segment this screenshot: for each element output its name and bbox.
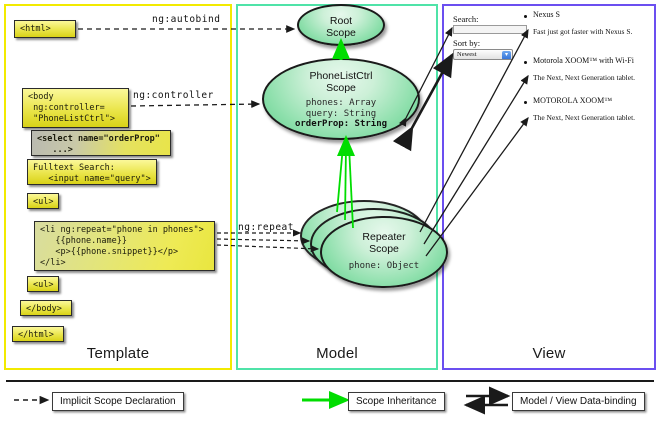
list-bullet — [524, 61, 527, 64]
list-bullet — [524, 101, 527, 104]
repeater-prop-phone: phone: Object — [348, 261, 420, 271]
view-sort-selected-value: Newest — [457, 51, 477, 58]
phonelistctrl-scope-title-line2: Scope — [326, 82, 356, 94]
edge-label-autobind: ng:autobind — [152, 14, 221, 25]
phonelistctrl-prop-query: query: String — [305, 108, 377, 119]
legend-item-model-view-databinding: Model / View Data-binding — [512, 392, 645, 411]
repeater-scope-title-line2: Scope — [369, 243, 399, 255]
phone-name: Nexus S — [533, 10, 560, 19]
phonelistctrl-prop-orderprop: orderProp: String — [294, 119, 388, 129]
scope-ellipse-phonelistctrl: PhoneListCtrl Scope phones: Array query:… — [262, 58, 420, 140]
legend-item-implicit-scope-declaration: Implicit Scope Declaration — [52, 392, 184, 411]
view-sort-select[interactable]: Newest ▾ — [453, 49, 513, 60]
phone-snippet: Fast just got faster with Nexus S. — [533, 27, 633, 36]
edge-label-repeat: ng:repeat — [238, 222, 294, 233]
phonelistctrl-prop-phones: phones: Array — [305, 98, 377, 108]
view-sort-label: Sort by: — [453, 38, 481, 48]
code-block-fulltext-search: Fulltext Search: <input name="query"> — [27, 159, 157, 185]
phone-snippet: The Next, Next Generation tablet. — [533, 113, 636, 122]
list-bullet — [524, 15, 527, 18]
code-block-html-close: </html> — [12, 326, 64, 342]
root-scope-title-line2: Scope — [326, 27, 356, 39]
scope-ellipse-repeater: Repeater Scope phone: Object — [320, 216, 448, 288]
column-label-view: View — [532, 345, 566, 362]
code-block-ul-close: <ul> — [27, 276, 59, 292]
phone-snippet: The Next, Next Generation tablet. — [533, 73, 636, 82]
phone-name: Motorola XOOM™ with Wi-Fi — [533, 56, 634, 65]
phonelistctrl-scope-title-line1: PhoneListCtrl — [309, 70, 373, 82]
column-label-model: Model — [316, 345, 358, 362]
phone-name: MOTOROLA XOOM™ — [533, 96, 613, 105]
code-block-select-tag: <select name="orderProp" ...> — [31, 130, 171, 156]
code-block-li-repeat: <li ng:repeat="phone in phones"> {{phone… — [34, 221, 215, 271]
view-search-label: Search: — [453, 14, 479, 24]
chevron-down-icon: ▾ — [502, 51, 511, 59]
code-block-body-open: <body ng:controller= "PhoneListCtrl"> — [22, 88, 129, 128]
code-block-ul-open: <ul> — [27, 193, 59, 209]
edge-label-controller: ng:controller — [133, 90, 214, 101]
column-label-template: Template — [86, 345, 150, 362]
root-scope-title-line1: Root — [329, 15, 353, 27]
legend-divider — [6, 380, 654, 382]
legend-item-scope-inheritance: Scope Inheritance — [348, 392, 445, 411]
scope-ellipse-root: Root Scope — [297, 4, 385, 46]
view-search-input[interactable] — [453, 25, 527, 34]
code-block-html-open: <html> — [14, 20, 76, 38]
code-block-body-close: </body> — [20, 300, 72, 316]
repeater-scope-title-line1: Repeater — [362, 231, 406, 243]
